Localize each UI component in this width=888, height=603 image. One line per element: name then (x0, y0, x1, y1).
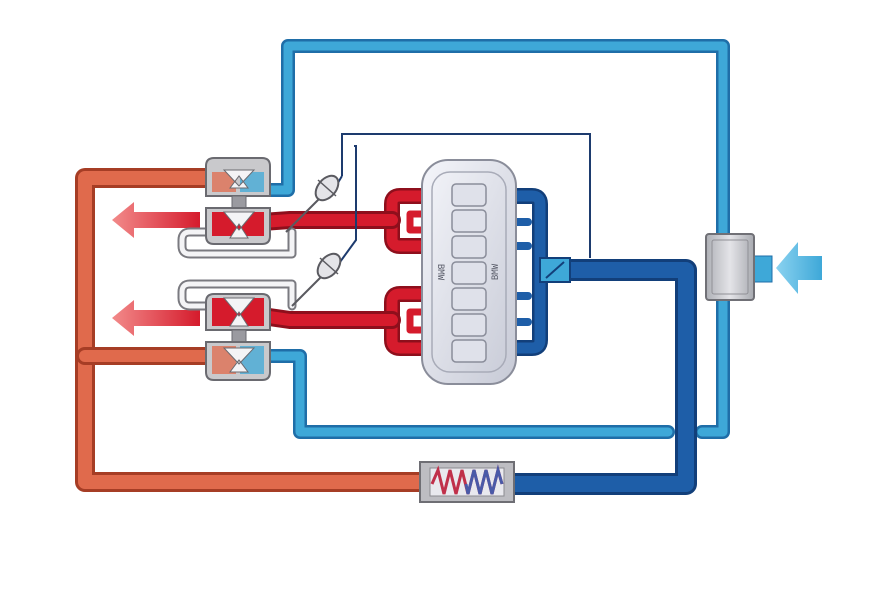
charge-air-pipe (75, 168, 434, 492)
exhaust-manifold-bottom (253, 286, 438, 356)
air-filter (705, 233, 773, 301)
intake-manifold (502, 188, 571, 356)
intake-return-pipe (501, 259, 697, 495)
intercooler (419, 461, 515, 503)
exhaust-out-top-arrow-icon (112, 202, 200, 238)
fresh-air-pipe (255, 39, 730, 439)
wastegate-actuator-top (285, 174, 340, 233)
engine-label-left: BMW (435, 264, 445, 281)
turbocharger-bottom (205, 293, 271, 381)
exhaust-manifold-top (253, 188, 438, 254)
wastegate-bypass (177, 227, 297, 311)
cylinder-bank (451, 183, 487, 363)
compressor-wheel-icon (222, 347, 256, 373)
turbine-wheel-icon (222, 297, 256, 327)
compressor-wheel-icon (222, 169, 256, 189)
engine-label-right: BMW (491, 263, 501, 280)
wastegate-actuator-bottom (291, 252, 342, 307)
air-intake-arrow-icon (776, 242, 822, 294)
exhaust-out-bottom-arrow-icon (112, 300, 200, 336)
engine-block: BMW BMW (421, 159, 517, 385)
turbine-wheel-icon (222, 211, 256, 239)
turbocharger-top (205, 157, 271, 245)
